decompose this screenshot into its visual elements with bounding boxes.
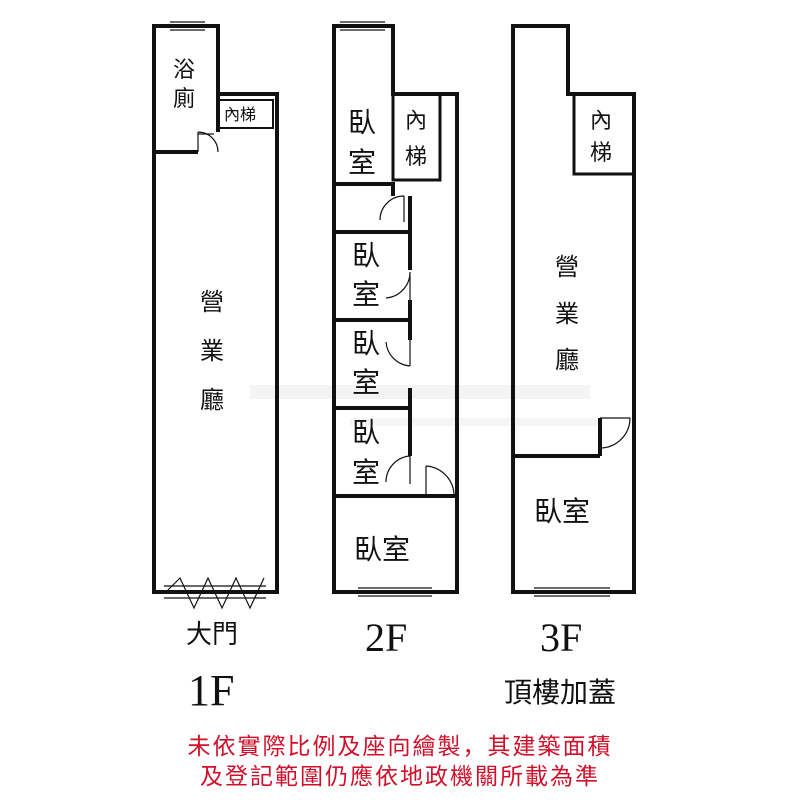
bedroom1-label-0: 臥 (348, 106, 376, 139)
bedroom3-label-0: 臥 (352, 327, 380, 360)
bedroom2-label-0: 臥 (352, 239, 380, 272)
window-2f-bottom (358, 587, 432, 597)
window-3f-bottom (534, 587, 610, 597)
stair-label-3f-0: 內 (590, 109, 612, 134)
bedroom5-label: 臥室 (354, 533, 410, 566)
bathroom-label-bottom: 廁 (173, 87, 195, 112)
floor-label-1f: 1F (188, 666, 234, 715)
disclaimer-line-2: 及登記範圍仍應依地政機關所載為準 (200, 764, 600, 790)
bedroom3-label-1: 室 (352, 366, 380, 399)
main-door-icon (164, 576, 266, 610)
stair-box-3f (572, 92, 636, 176)
hall-label-1f-1: 業 (200, 337, 224, 365)
interior-walls-3f (513, 418, 602, 458)
rooftop-addition-label: 頂樓加蓋 (504, 676, 616, 709)
floor-2f-outline (332, 24, 459, 594)
main-door-label: 大門 (186, 620, 238, 650)
bedroom4-label-1: 室 (352, 456, 380, 489)
floor-1f: 浴 廁 內梯 營 業 廳 大門 1F (152, 21, 279, 715)
stair-label-1f: 內梯 (224, 105, 256, 124)
hall-label-3f-1: 業 (555, 300, 579, 328)
bedroom4-label-0: 臥 (352, 416, 380, 449)
hall-label-3f-0: 營 (555, 253, 579, 281)
stair-box-1f (217, 99, 274, 129)
stair-box-2f (391, 92, 442, 182)
hall-label-3f-2: 廳 (555, 346, 579, 374)
hall-label-1f-0: 營 (200, 288, 224, 316)
floor-label-2f: 2F (365, 615, 407, 660)
watermark (250, 385, 600, 426)
door-3f (599, 417, 631, 449)
window-1f-top (170, 21, 205, 31)
bedroom-label-3f: 臥室 (534, 495, 590, 528)
disclaimer-line-1: 未依實際比例及座向繪製，其建築面積 (188, 734, 613, 760)
hall-label-1f-2: 廳 (200, 386, 224, 414)
stair-label-3f-1: 梯 (590, 141, 612, 166)
floor-1f-outline (152, 24, 279, 594)
window-2f-top (340, 21, 385, 31)
doors-2f (379, 195, 455, 496)
bathroom-door (197, 131, 219, 153)
bathroom-label-top: 浴 (173, 58, 195, 83)
floor-label-3f: 3F (540, 615, 582, 660)
stair-label-2f-1: 梯 (405, 145, 427, 170)
bedroom2-label-1: 室 (352, 278, 380, 311)
floor-3f: 內 梯 營 業 廳 臥室 3F 頂樓加蓋 (504, 24, 636, 709)
floor-2f: 臥 室 內 梯 臥 室 臥 室 臥 室 臥室 2F (332, 21, 459, 660)
bedroom1-label-1: 室 (348, 146, 376, 179)
stair-label-2f-0: 內 (405, 109, 427, 134)
interior-walls-2f (334, 182, 457, 498)
